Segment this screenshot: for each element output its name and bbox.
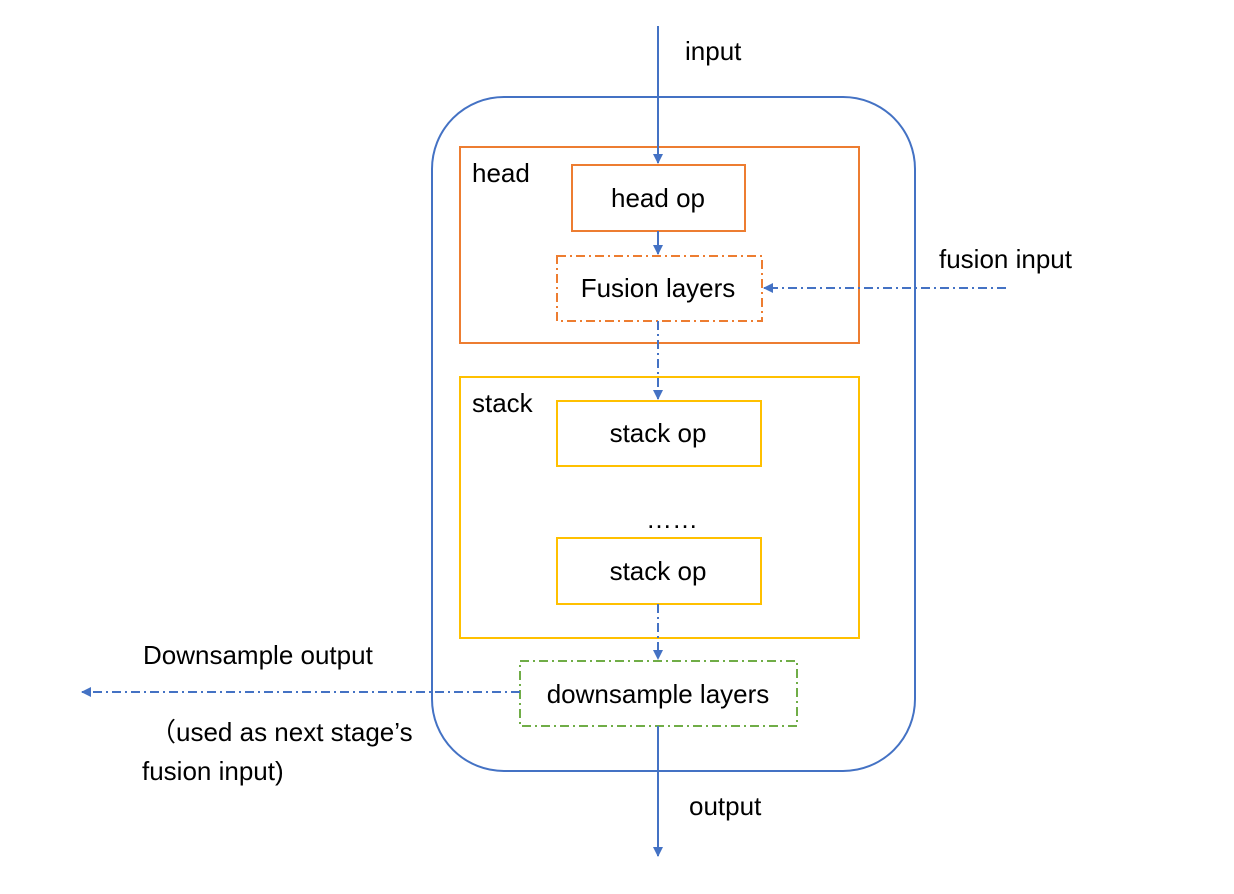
stack-op-box-first — [556, 400, 762, 467]
head-block — [459, 146, 860, 344]
fusion-layers-box — [556, 255, 763, 322]
stack-block — [459, 376, 860, 639]
stack-op-label-last: stack op — [610, 556, 707, 586]
stack-op-label-first: stack op — [610, 418, 707, 448]
input-label: input — [685, 36, 742, 66]
head-op-label: head op — [611, 183, 705, 213]
downsample-output-label: Downsample output — [143, 640, 374, 670]
output-label: output — [689, 791, 762, 821]
stage-container — [431, 96, 916, 772]
fusion-input-label: fusion input — [939, 244, 1073, 274]
downsample-layers-label: downsample layers — [547, 679, 770, 709]
head-title: head — [472, 158, 530, 188]
fusion-layers-label: Fusion layers — [581, 273, 736, 303]
next-stage-note-line1: （used as next stage’s — [150, 717, 413, 747]
stack-title: stack — [472, 388, 534, 418]
stack-ellipsis: …… — [646, 504, 698, 534]
next-stage-note-line2: fusion input) — [142, 756, 284, 786]
